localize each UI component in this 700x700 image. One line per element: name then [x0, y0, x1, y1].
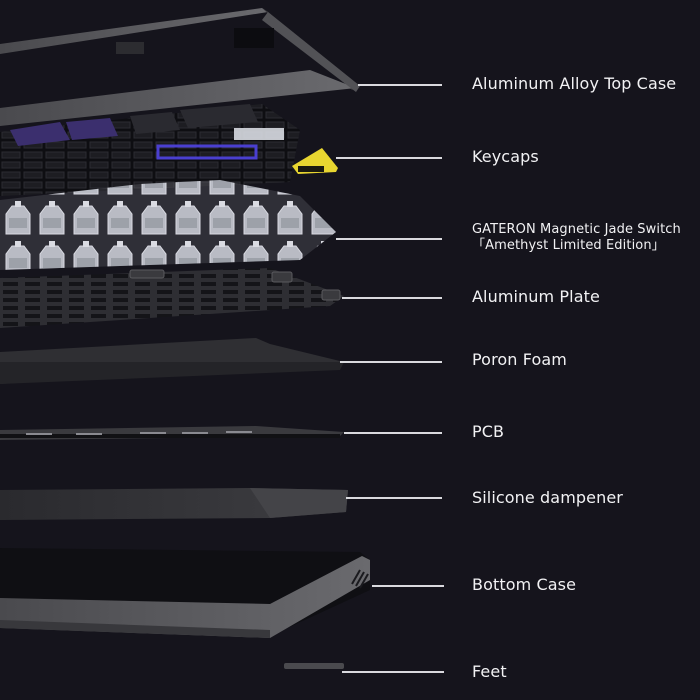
bottom-case-part — [0, 548, 370, 638]
leader-line-plate — [342, 297, 442, 299]
label-switch-name: GATERON Magnetic Jade Switch — [472, 222, 681, 237]
feet-part — [284, 663, 344, 669]
leader-line-dampener — [346, 497, 442, 499]
label-top-case: Aluminum Alloy Top Case — [472, 74, 677, 93]
label-dampener: Silicone dampener — [472, 488, 623, 507]
leader-line-pcb — [344, 432, 442, 434]
leader-line-top-case — [358, 84, 442, 86]
label-feet: Feet — [472, 662, 507, 681]
leader-line-switch — [336, 238, 442, 240]
label-foam: Poron Foam — [472, 350, 567, 369]
label-keycaps: Keycaps — [472, 147, 539, 166]
label-switch: GATERON Magnetic Jade Switch 「Amethyst L… — [472, 222, 681, 254]
silicone-dampener-part — [0, 488, 348, 520]
label-pcb: PCB — [472, 422, 505, 441]
leader-line-feet — [342, 671, 444, 673]
leader-line-foam — [340, 361, 442, 363]
leader-line-bottom-case — [372, 585, 444, 587]
label-switch-edition: 「Amethyst Limited Edition」 — [472, 238, 665, 253]
plate-part — [0, 268, 344, 328]
keycaps-part — [0, 104, 338, 196]
label-plate: Aluminum Plate — [472, 287, 600, 306]
label-bottom-case: Bottom Case — [472, 575, 577, 594]
top-case-part — [0, 8, 360, 126]
pcb-part — [0, 426, 344, 440]
switches-part — [0, 180, 336, 270]
poron-foam-part — [0, 338, 344, 384]
leader-line-keycaps — [336, 157, 442, 159]
